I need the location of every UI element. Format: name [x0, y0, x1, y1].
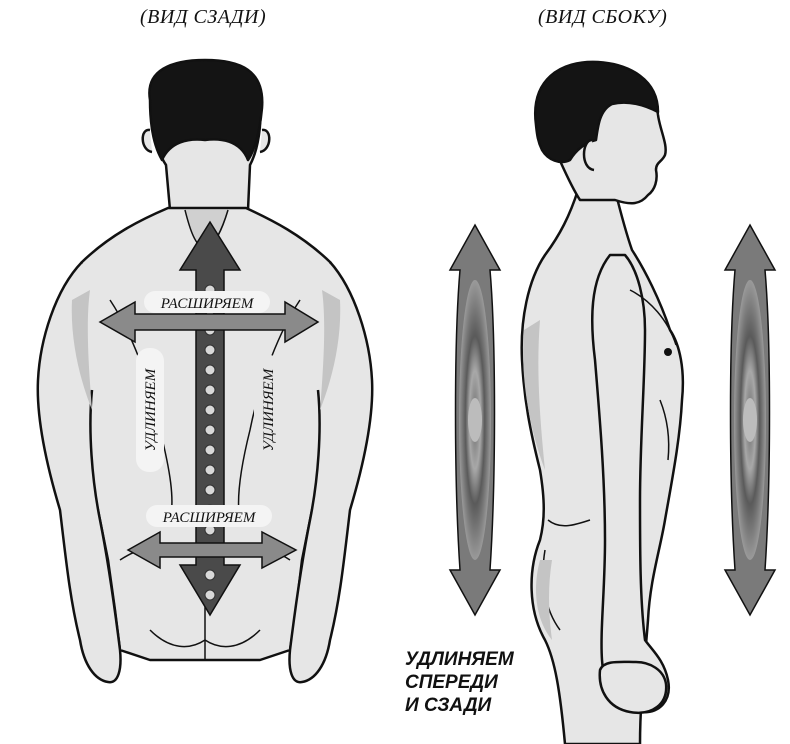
side-view-title: (ВИД СБОКУ)	[538, 6, 668, 28]
side-note: УДЛИНЯЕМ СПЕРЕДИ И СЗАДИ	[405, 648, 514, 717]
back-hair	[148, 58, 264, 162]
side-fist	[598, 660, 668, 715]
back-view-title: (ВИД СЗАДИ)	[140, 6, 267, 28]
side-arrow-back	[723, 223, 777, 617]
side-note-line-1: УДЛИНЯЕМ	[405, 649, 514, 670]
side-hair	[533, 60, 660, 164]
back-left-arm	[36, 261, 122, 684]
widen-top-label-bg	[144, 291, 270, 313]
back-widen-arrow-bottom	[126, 530, 298, 570]
widen-bottom-label: РАСШИРЯЕМ	[162, 510, 257, 526]
side-note-line-2: СПЕРЕДИ	[405, 672, 498, 693]
side-arrow-front	[448, 223, 502, 617]
widen-top-label: РАСШИРЯЕМ	[160, 296, 255, 312]
side-arm	[591, 253, 671, 714]
lengthen-right-label-bg	[254, 355, 282, 465]
side-view-figure	[520, 60, 685, 744]
lengthen-left-label: УДЛИНЯЕМ	[143, 367, 159, 451]
back-widen-arrow-top	[98, 300, 320, 344]
widen-bottom-label-bg	[146, 505, 272, 527]
back-right-arm	[288, 261, 374, 684]
side-note-line-3: И СЗАДИ	[405, 695, 492, 716]
lengthen-right-label: УДЛИНЯЕМ	[261, 367, 277, 451]
lengthen-left-label-bg	[136, 348, 164, 472]
